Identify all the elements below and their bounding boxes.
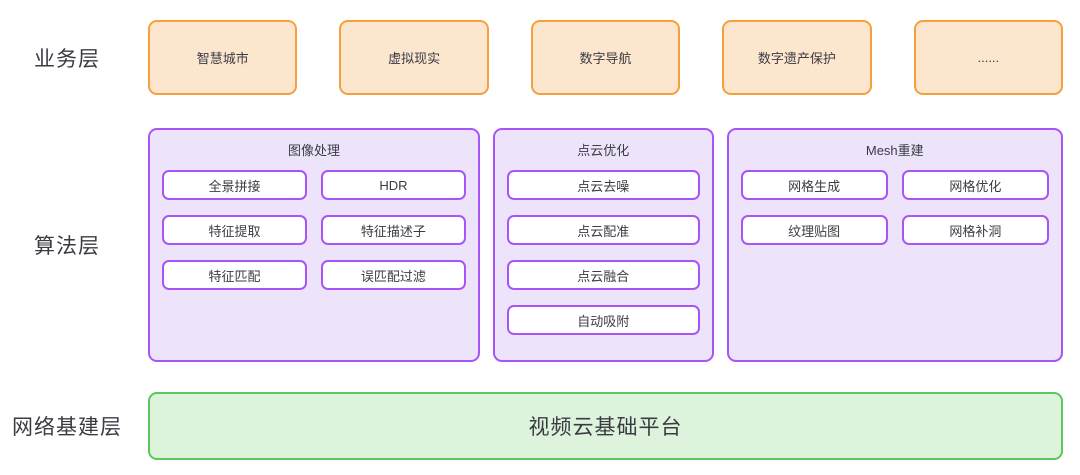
business-layer-row: 智慧城市 虚拟现实 数字导航 数字遗产保护 ...... [148,20,1064,95]
algorithm-item-feature-matching[interactable]: 特征匹配 [162,260,307,290]
algorithm-layer-row: 图像处理 全景拼接 HDR 特征提取 特征描述子 特征匹配 误匹配过滤 点云优化… [148,128,1063,362]
network-layer-row: 视频云基础平台 [148,392,1063,460]
algorithm-item-auto-snapping[interactable]: 自动吸附 [506,305,700,335]
algorithm-item-mesh-generation[interactable]: 网格生成 [740,170,888,200]
algorithm-item-panorama-stitching[interactable]: 全景拼接 [162,170,307,200]
business-card-digital-navigation[interactable]: 数字导航 [530,20,681,95]
group-items-point-cloud-optimization: 点云去噪 点云配准 点云融合 自动吸附 [506,170,700,335]
network-card-video-cloud-platform[interactable]: 视频云基础平台 [148,392,1063,460]
algorithm-item-point-cloud-fusion[interactable]: 点云融合 [506,260,700,290]
algorithm-item-mismatch-filtering[interactable]: 误匹配过滤 [320,260,466,290]
algorithm-item-point-cloud-registration[interactable]: 点云配准 [506,215,700,245]
algorithm-group-point-cloud-optimization: 点云优化 点云去噪 点云配准 点云融合 自动吸附 [492,128,714,362]
group-title-point-cloud-optimization: 点云优化 [577,143,630,158]
algorithm-item-texture-mapping[interactable]: 纹理贴图 [740,215,888,245]
business-card-more[interactable]: ...... [913,20,1064,95]
algorithm-item-mesh-optimization[interactable]: 网格优化 [901,170,1049,200]
algorithm-item-feature-descriptor[interactable]: 特征描述子 [320,215,466,245]
algorithm-group-mesh-reconstruction: Mesh重建 网格生成 网格优化 纹理贴图 网格补洞 [726,128,1063,362]
layer-label-network: 网络基建层 [12,416,122,439]
business-card-virtual-reality[interactable]: 虚拟现实 [339,20,489,95]
algorithm-item-feature-extraction[interactable]: 特征提取 [162,215,307,245]
algorithm-group-image-processing: 图像处理 全景拼接 HDR 特征提取 特征描述子 特征匹配 误匹配过滤 [148,128,480,362]
group-items-image-processing: 全景拼接 HDR 特征提取 特征描述子 特征匹配 误匹配过滤 [162,170,466,290]
layer-label-business: 业务层 [34,47,100,71]
algorithm-item-point-cloud-denoising[interactable]: 点云去噪 [506,170,700,200]
business-card-digital-heritage[interactable]: 数字遗产保护 [722,20,872,95]
layer-label-algorithm: 算法层 [34,235,100,258]
algorithm-item-hdr[interactable]: HDR [320,170,466,200]
business-card-smart-city[interactable]: 智慧城市 [148,20,298,95]
algorithm-item-mesh-hole-filling[interactable]: 网格补洞 [901,215,1049,245]
group-items-mesh-reconstruction: 网格生成 网格优化 纹理贴图 网格补洞 [740,170,1049,245]
group-title-mesh-reconstruction: Mesh重建 [865,143,924,158]
group-title-image-processing: 图像处理 [287,143,340,158]
